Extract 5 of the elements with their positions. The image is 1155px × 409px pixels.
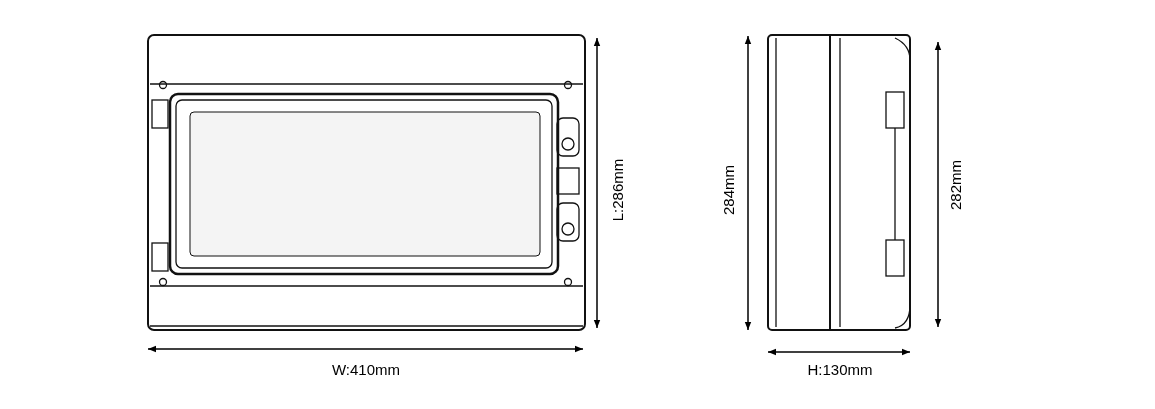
dimension-label: 282mm	[947, 160, 963, 210]
dimension-label: H:130mm	[807, 361, 873, 377]
dimension-label: W:410mm	[331, 361, 401, 377]
dimension-label: L:286mm	[609, 158, 625, 222]
dimension-label: 284mm	[720, 165, 736, 215]
